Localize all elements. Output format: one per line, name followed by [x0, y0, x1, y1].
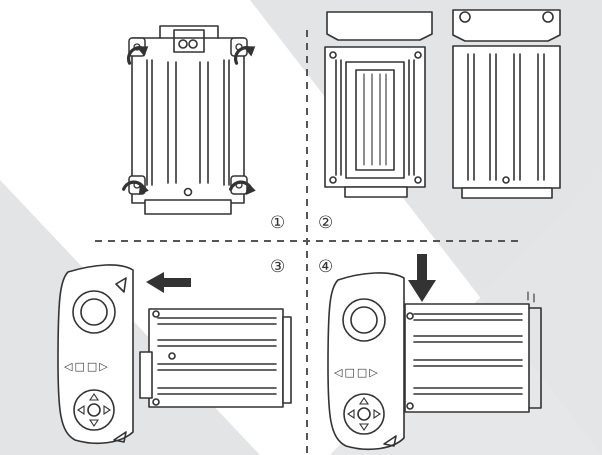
joystick-icon — [342, 298, 386, 342]
bracket-step-4 — [404, 291, 542, 413]
panel-step-2 — [324, 9, 561, 199]
menu-buttons-icon: ◁□□▷ — [64, 360, 110, 373]
step-number-2: ② — [318, 213, 333, 233]
panel-step-4: ◁□□▷ — [327, 254, 542, 451]
joystick-icon — [72, 290, 116, 334]
step-number-3: ③ — [270, 257, 285, 277]
bracket-step-3 — [139, 308, 292, 408]
step-number-1: ① — [270, 213, 285, 233]
dpad-icon — [343, 393, 385, 435]
dpad-icon — [73, 389, 115, 431]
controller-left-step-4: ◁□□▷ — [327, 272, 405, 451]
controller-left-step-3: ◁□□▷ — [57, 264, 134, 445]
bracket-view-front — [452, 9, 561, 199]
panel-step-3: ◁□□▷ — [57, 264, 292, 445]
menu-buttons-icon: ◁□□▷ — [334, 366, 380, 379]
panel-step-1 — [121, 25, 261, 215]
step-number-4: ④ — [318, 257, 333, 277]
bracket-step-1 — [128, 25, 248, 215]
down-arrow-icon — [408, 254, 436, 302]
bracket-view-back — [324, 11, 433, 198]
left-arrow-icon — [146, 272, 191, 293]
